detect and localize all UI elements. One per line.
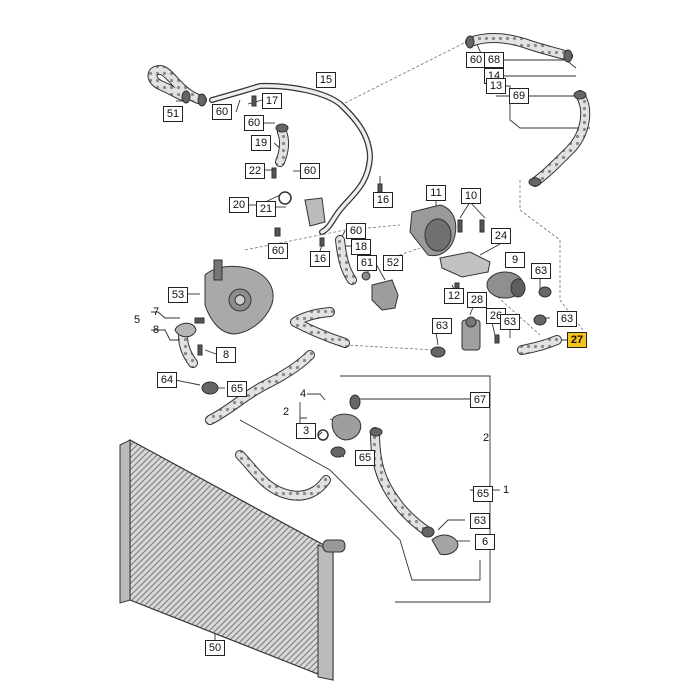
part-7	[174, 322, 197, 338]
callout-20: 20	[229, 197, 249, 213]
callout-3: 3	[296, 423, 316, 439]
callout-24: 24	[491, 228, 511, 244]
callout-6: 6	[475, 534, 495, 550]
callout-28: 28	[467, 292, 487, 308]
callout-60-left: 60	[212, 104, 232, 120]
callout-9: 9	[505, 252, 525, 268]
callout-2-right: 2	[483, 432, 490, 444]
callout-63-d: 63	[432, 318, 452, 334]
callout-50: 50	[205, 640, 225, 656]
connector-6	[431, 534, 459, 555]
bracket-24	[439, 251, 491, 278]
callout-5: 5	[134, 314, 141, 326]
callout-53: 53	[168, 287, 188, 303]
callout-16-upper: 16	[373, 192, 393, 208]
callout-27-highlighted: 27	[567, 332, 587, 348]
callout-22: 22	[245, 163, 265, 179]
connector-3	[331, 413, 362, 441]
sensor-61	[361, 271, 371, 281]
callout-51: 51	[163, 106, 183, 122]
callout-65-b: 65	[355, 450, 375, 466]
callout-67: 67	[470, 392, 490, 408]
callout-60-top: 60	[466, 52, 486, 68]
callout-8-b: 8	[216, 347, 236, 363]
callout-60-c: 60	[346, 223, 366, 239]
callout-12: 12	[444, 288, 464, 304]
pipe-15	[209, 82, 374, 235]
callout-16-lower: 16	[310, 251, 330, 267]
callout-19: 19	[251, 135, 271, 151]
callout-60-mid: 60	[244, 115, 264, 131]
callout-21: 21	[256, 201, 276, 217]
callout-15: 15	[316, 72, 336, 88]
callout-63-b: 63	[500, 314, 520, 330]
callout-10: 10	[461, 188, 481, 204]
callout-61: 61	[357, 255, 377, 271]
callout-7: 7	[153, 306, 160, 318]
callout-69: 69	[509, 88, 529, 104]
callout-1: 1	[503, 484, 510, 496]
components	[174, 35, 587, 555]
callout-13: 13	[486, 78, 506, 94]
callout-65-a: 65	[227, 381, 247, 397]
callout-64: 64	[157, 372, 177, 388]
callout-63-a: 63	[531, 263, 551, 279]
callout-11: 11	[426, 185, 446, 201]
callout-60-d: 60	[268, 243, 288, 259]
callout-60-b: 60	[300, 163, 320, 179]
callout-2-left: 2	[283, 406, 290, 418]
callout-4: 4	[300, 388, 307, 400]
callout-52: 52	[383, 255, 403, 271]
callout-8-a: 8	[153, 324, 160, 336]
callout-17: 17	[262, 93, 282, 109]
callout-65-c: 65	[473, 486, 493, 502]
callout-68: 68	[484, 52, 504, 68]
sensor-52	[371, 279, 399, 311]
callout-18: 18	[351, 239, 371, 255]
callout-63-c: 63	[557, 311, 577, 327]
callout-63-e: 63	[470, 513, 490, 529]
hoses	[147, 33, 591, 537]
radiator-50	[119, 438, 346, 681]
